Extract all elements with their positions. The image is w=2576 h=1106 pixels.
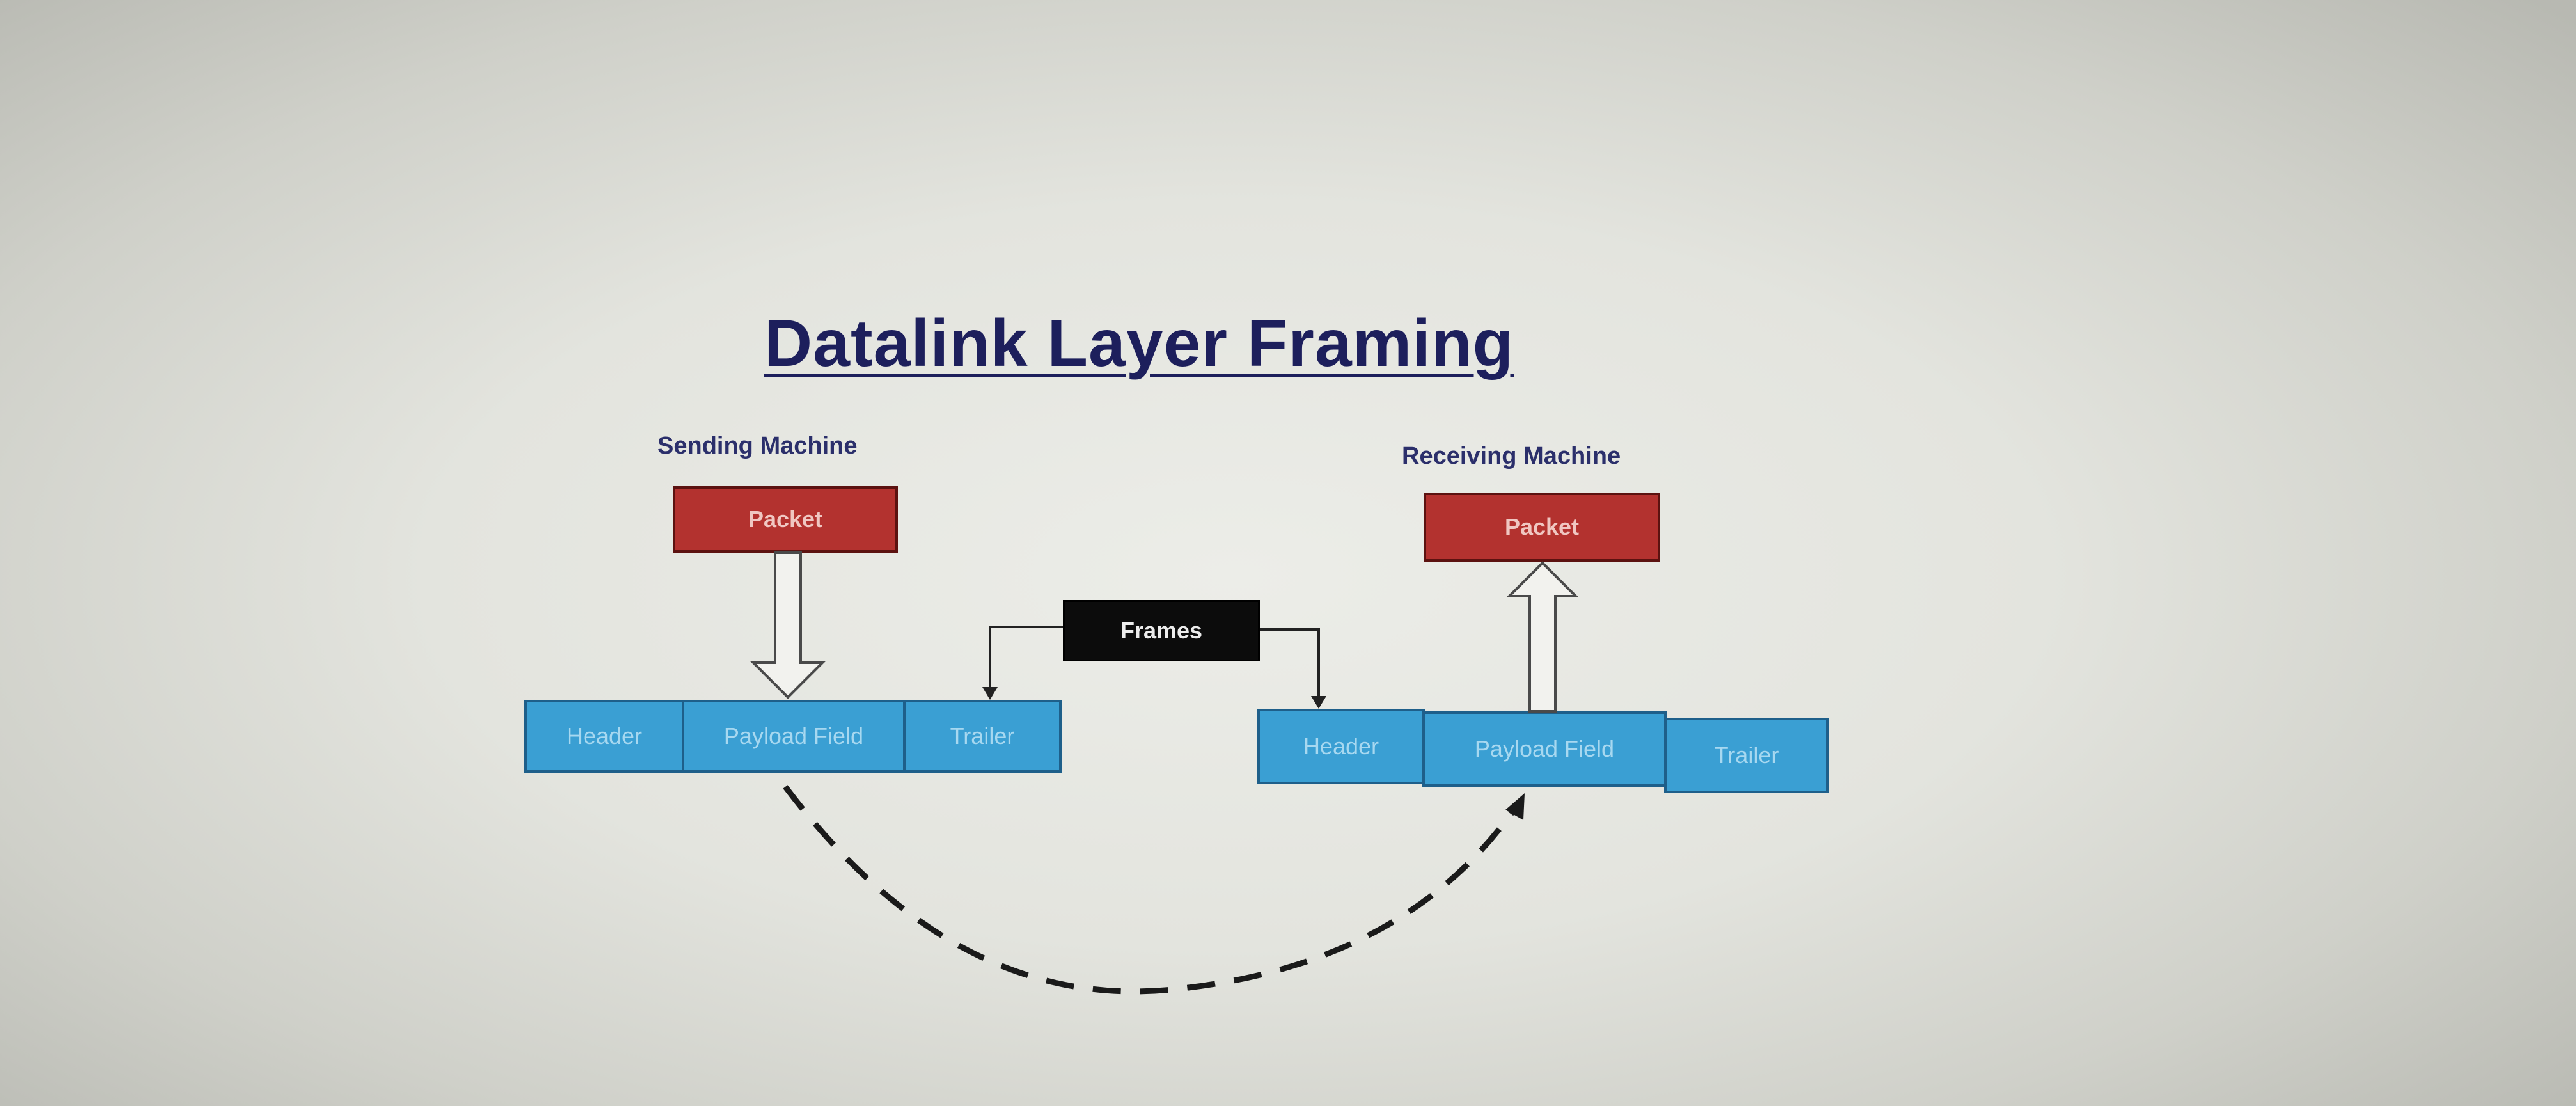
sending-trailer-cell: Trailer [903,700,1062,773]
diagram-title: Datalink Layer Framing [764,306,1514,381]
frames-label-box: Frames [1063,600,1260,661]
receiving-payload-cell: Payload Field [1422,711,1667,787]
sending-payload-cell: Payload Field [682,700,906,773]
receiving-packet-box: Packet [1424,493,1660,562]
receiving-up-arrow [1506,561,1579,713]
dashed-transfer-arrow [783,785,1525,995]
sending-header-cell: Header [524,700,684,773]
receiving-machine-label: Receiving Machine [1402,443,1621,470]
frames-connector-left [982,626,1063,700]
sending-down-arrow [750,551,826,699]
receiving-header-cell: Header [1257,709,1425,784]
receiving-trailer-cell: Trailer [1664,718,1829,793]
sending-machine-label: Sending Machine [657,432,858,459]
frames-connector-right [1260,628,1326,709]
